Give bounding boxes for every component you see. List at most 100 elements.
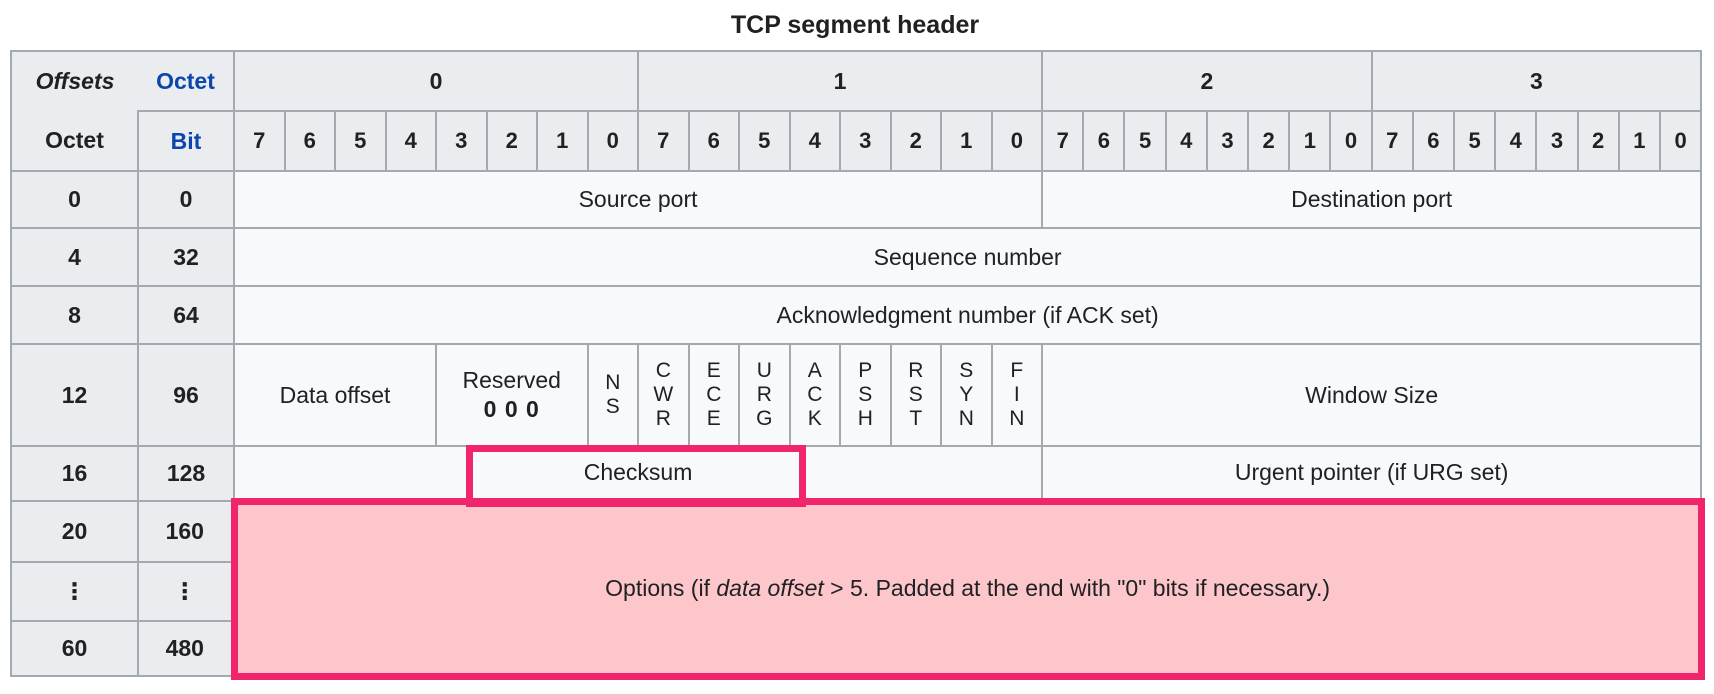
row-octet-label: 12 xyxy=(10,343,139,447)
options-field: Options (if data offset > 5. Padded at t… xyxy=(230,497,1705,680)
row-offset-16: 16 128 Checksum Urgent pointer (if URG s… xyxy=(10,445,1703,502)
octet-group-2: 2 xyxy=(1041,50,1373,112)
row-bit-label: 0 xyxy=(137,170,235,229)
sequence-number-field: Sequence number xyxy=(232,227,1703,287)
octet-group-row: Offsets Octet 0 1 2 3 xyxy=(10,50,1703,112)
bit-label: 4 xyxy=(1494,110,1538,172)
bit-label: 4 xyxy=(1164,110,1208,172)
row-octet-label: 16 xyxy=(10,445,139,502)
data-offset-field: Data offset xyxy=(233,343,437,447)
octet-column-link[interactable]: Octet xyxy=(138,50,235,112)
row-octet-label: ⋮ xyxy=(10,561,139,622)
row-bit-label: 64 xyxy=(137,285,235,345)
bit-label: 7 xyxy=(1041,110,1085,172)
bit-label: 6 xyxy=(1082,110,1126,172)
reserved-zero-bits: 0 0 0 xyxy=(483,396,540,422)
bit-label: 0 xyxy=(990,110,1044,172)
bit-label: 0 xyxy=(1658,110,1703,172)
bit-label: 5 xyxy=(1453,110,1497,172)
bit-label: 2 xyxy=(889,110,943,172)
bit-label: 0 xyxy=(586,110,640,172)
acknowledgment-number-field: Acknowledgment number (if ACK set) xyxy=(232,285,1703,345)
offsets-header: Offsets xyxy=(10,50,138,111)
octet-group-1: 1 xyxy=(637,50,1044,112)
row-bit-label: 32 xyxy=(137,227,235,287)
row-octet-label: 0 xyxy=(10,170,139,229)
bit-label: 1 xyxy=(940,110,993,172)
row-offset-0: 0 0 Source port Destination port xyxy=(10,170,1703,229)
bit-label: 7 xyxy=(233,110,286,172)
bit-label: 7 xyxy=(637,110,690,172)
tcp-header-table: Offsets Octet 0 1 2 3 Octet Bit 7 6 5 4 … xyxy=(10,50,1705,680)
destination-port-field: Destination port xyxy=(1041,170,1703,229)
bit-label: 5 xyxy=(334,110,387,172)
bit-label: 4 xyxy=(788,110,842,172)
bit-label: 3 xyxy=(1535,110,1579,172)
bit-label: 0 xyxy=(1329,110,1373,172)
checksum-field: Checksum xyxy=(232,445,1044,502)
reserved-field: Reserved 0 0 0 xyxy=(435,343,589,447)
row-bit-label: 160 xyxy=(137,500,235,563)
bit-label: 5 xyxy=(738,110,791,172)
bit-label: 3 xyxy=(839,110,892,172)
bit-label: 2 xyxy=(1247,110,1291,172)
bit-label: 1 xyxy=(536,110,589,172)
bit-label: 3 xyxy=(1205,110,1250,172)
row-offset-ellipsis: ⋮ ⋮ xyxy=(10,561,1701,622)
row-bit-label: 96 xyxy=(137,343,235,447)
row-offset-20: 20 160 Options (if data offset > 5. Padd… xyxy=(10,497,1705,680)
bit-number-row: Octet Bit 7 6 5 4 3 2 1 0 7 6 5 4 3 2 1 … xyxy=(10,110,1703,172)
bit-label: 5 xyxy=(1123,110,1167,172)
row-bit-label: 128 xyxy=(137,445,235,502)
row-offset-4: 4 32 Sequence number xyxy=(10,227,1703,287)
row-bit-label: ⋮ xyxy=(137,561,235,622)
bit-label: 2 xyxy=(1576,110,1620,172)
reserved-label: Reserved xyxy=(462,367,561,393)
octet-group-0: 0 xyxy=(232,50,640,112)
bit-column-link[interactable]: Bit xyxy=(137,110,235,172)
row-offset-8: 8 64 Acknowledgment number (if ACK set) xyxy=(10,285,1703,345)
bit-label: 6 xyxy=(687,110,741,172)
source-port-field: Source port xyxy=(232,170,1044,229)
bit-label: 4 xyxy=(384,110,437,172)
bit-label: 2 xyxy=(485,110,538,172)
bit-label: 1 xyxy=(1617,110,1661,172)
row-offset-60: 60 480 xyxy=(10,620,1701,677)
row-octet-label: 60 xyxy=(10,620,139,677)
octet-group-3: 3 xyxy=(1370,50,1703,112)
window-size-field: Window Size xyxy=(1041,343,1703,447)
row-octet-label: 4 xyxy=(10,227,139,287)
diagram-title: TCP segment header xyxy=(730,10,980,39)
bit-label: 6 xyxy=(283,110,336,172)
bit-label: 7 xyxy=(1370,110,1414,172)
octet-row-header: Octet xyxy=(10,111,139,172)
row-octet-label: 20 xyxy=(10,500,139,563)
options-text-prefix: Options (if xyxy=(605,575,717,601)
row-octet-label: 8 xyxy=(10,285,139,345)
urgent-pointer-field: Urgent pointer (if URG set) xyxy=(1041,445,1703,502)
row-bit-label: 480 xyxy=(137,620,235,677)
options-text-italic: data offset xyxy=(716,575,824,601)
bit-label: 3 xyxy=(435,110,488,172)
options-text-suffix: > 5. Padded at the end with "0" bits if … xyxy=(823,575,1331,601)
